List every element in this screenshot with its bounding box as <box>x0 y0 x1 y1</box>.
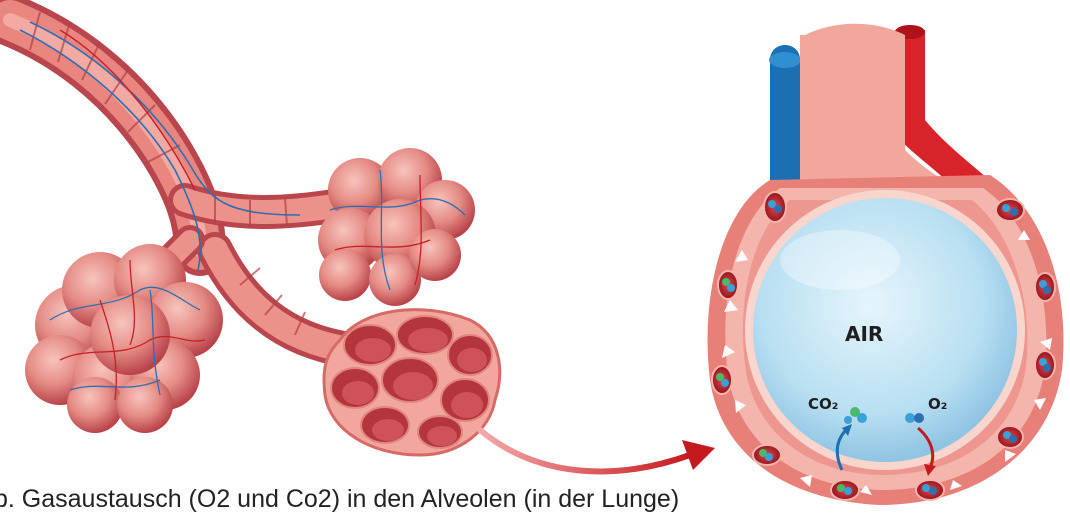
air-label: AIR <box>845 322 883 346</box>
pointer-arrow-icon <box>480 430 715 471</box>
o2-label: O₂ <box>928 395 947 413</box>
figure-caption: b. Gasaustausch (O2 und Co2) in den Alve… <box>0 485 679 514</box>
alveoli-cluster-section <box>324 310 500 455</box>
co2-label: CO₂ <box>808 395 838 413</box>
alveolus-cross-section <box>708 24 1064 505</box>
alveoli-cluster-upper <box>318 148 475 306</box>
